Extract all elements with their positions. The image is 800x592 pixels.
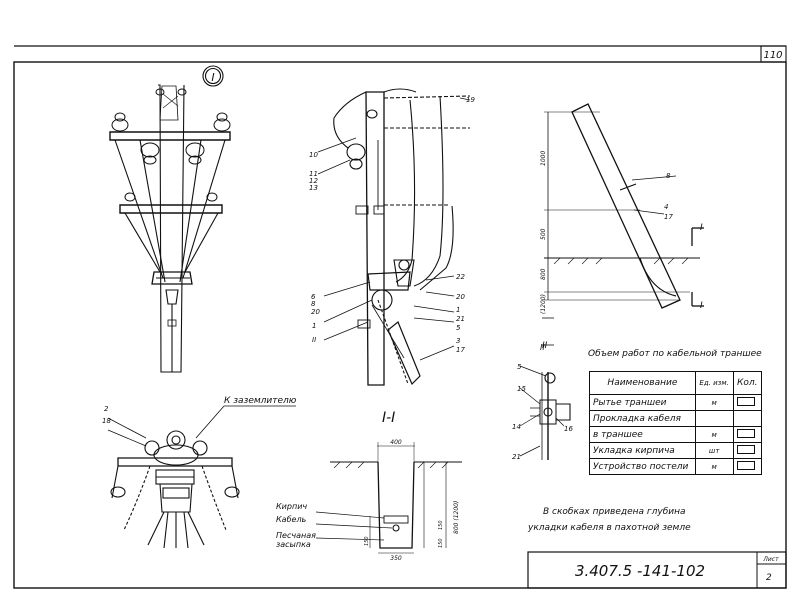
callout-bracket-1: 15 [517,385,526,393]
title-block: 3.407.5 -141-102 Лист 2 [527,551,787,589]
row-name: Устройство постели [589,458,696,475]
drawing-code: 3.407.5 -141-102 [575,562,705,580]
dimension-slope-0: 1000 [540,151,547,166]
trench-width-top: 400 [390,439,402,446]
callout-pole-top-3: 12 [309,177,318,185]
callout-pole-top-1: 10 [309,151,318,159]
row-unit: м [694,394,734,411]
trench-right-small-1: 150 [438,538,444,548]
row-qty [732,442,763,459]
row-name: Рытье траншеи [589,394,696,411]
note-line-2: укладки кабеля в пахотной земле [527,523,691,533]
note-line-1: В скобках приведена глубина [543,507,686,517]
callout-pole-left-2: 20 [311,308,320,316]
callout-pole-left-1: 8 [311,300,316,308]
header-name: Наименование [589,371,696,395]
volume-table-header: Наименование Ед. изм. Кол. [589,371,763,395]
qty-box [736,396,755,406]
header-qty: Кол. [732,371,763,395]
dimension-slope-1: 500 [540,228,547,240]
callout-pole-top-4: 13 [309,184,318,192]
callout-pole-right-4: 5 [456,324,461,332]
trench-label-brick: Кирпич [276,502,307,511]
section-marker-top: I [700,223,703,233]
row-unit [694,410,734,427]
callout-pole-right-5: 3 [456,337,460,345]
table-row: Рытье траншеи м [589,394,763,411]
table-row: Укладка кирпича шт [589,442,763,459]
trench-width-bottom: 350 [390,555,402,562]
callout-pole-right-2: 1 [456,306,460,314]
callout-pole-left-0: 6 [311,293,316,301]
sheet-number: 2 [766,573,772,583]
trench-depth: 800 (1200) [453,501,460,534]
callout-pole-top-2: 11 [309,170,318,178]
callout-pole-right-3: 21 [456,315,465,323]
qty-box [736,444,755,454]
row-unit: м [694,426,734,443]
callout-bracket-2: 14 [512,423,521,431]
qty-box [736,428,755,438]
trench-section: I-I 400 350 800 (1200) 150 150 150 Кирпи… [276,410,462,562]
row-name: Прокладка кабеля [589,410,696,427]
row-unit: шт [694,442,734,459]
callout-left-detail-1: 18 [102,417,111,425]
table-row: в траншее м [589,426,763,443]
row-qty [732,458,763,475]
callout-pole-top-0: 19 [466,96,475,104]
slope-detail: 8 4 17 I I II 1000 500 800 (1200) [540,103,704,351]
bracket-detail: 5 15 14 16 21 [512,363,573,461]
callout-pole-left-4: II [312,336,316,344]
page-number: 110 [763,50,782,61]
section-title: I-I [382,410,395,426]
callout-left-detail-0: 2 [104,405,109,413]
callout-pole-right-1: 20 [456,293,465,301]
cable-head-detail: К заземлителю 2 18 [102,396,297,549]
detail-two-marker-right: II [540,343,545,352]
callout-pole-right-6: 17 [456,346,465,354]
trench-label-cable: Кабель [276,515,307,524]
grounding-label: К заземлителю [224,396,297,406]
callout-pole-right-0: 22 [456,273,465,281]
pole-side-view: 19 10 11 12 13 6 8 20 1 II 22 20 1 21 5 … [309,88,475,386]
row-name: Укладка кирпича [589,442,696,459]
trench-left-small-0: 150 [364,536,370,546]
dimension-slope-3: (1200) [540,294,547,314]
detail-two-marker: II [542,341,548,351]
section-marker-bottom: I [700,301,703,311]
callout-pole-left-3: 1 [312,322,316,330]
callout-bracket-4: 21 [512,453,521,461]
view-one-marker: I [211,71,214,84]
row-qty [732,426,763,443]
callout-bracket-3: 16 [564,425,573,433]
row-qty [732,410,763,427]
sheet-frame: 1 10 [13,45,787,589]
row-name: в траншее [589,426,696,443]
pole-front-view: I [109,65,231,373]
row-unit: м [694,458,734,475]
callout-slope-2: 17 [664,213,673,221]
volume-table: Наименование Ед. изм. Кол. Рытье траншеи… [589,371,763,475]
trench-label-sand-1: Песчаная [276,531,316,540]
qty-box [736,460,755,470]
callout-bracket-0: 5 [517,363,522,371]
trench-label-sand-2: засыпка [276,540,311,549]
trench-right-small-0: 150 [438,520,444,530]
dimension-slope-2: 800 [540,268,547,280]
callout-slope-0: 8 [666,172,671,180]
sheet-label: Лист [762,556,779,563]
volume-table-title: Объем работ по кабельной траншее [588,349,762,359]
callout-slope-1: 4 [664,203,668,211]
table-row: Прокладка кабеля [589,410,763,427]
header-unit: Ед. изм. [694,371,734,395]
row-qty [732,394,763,411]
table-row: Устройство постели м [589,458,763,475]
